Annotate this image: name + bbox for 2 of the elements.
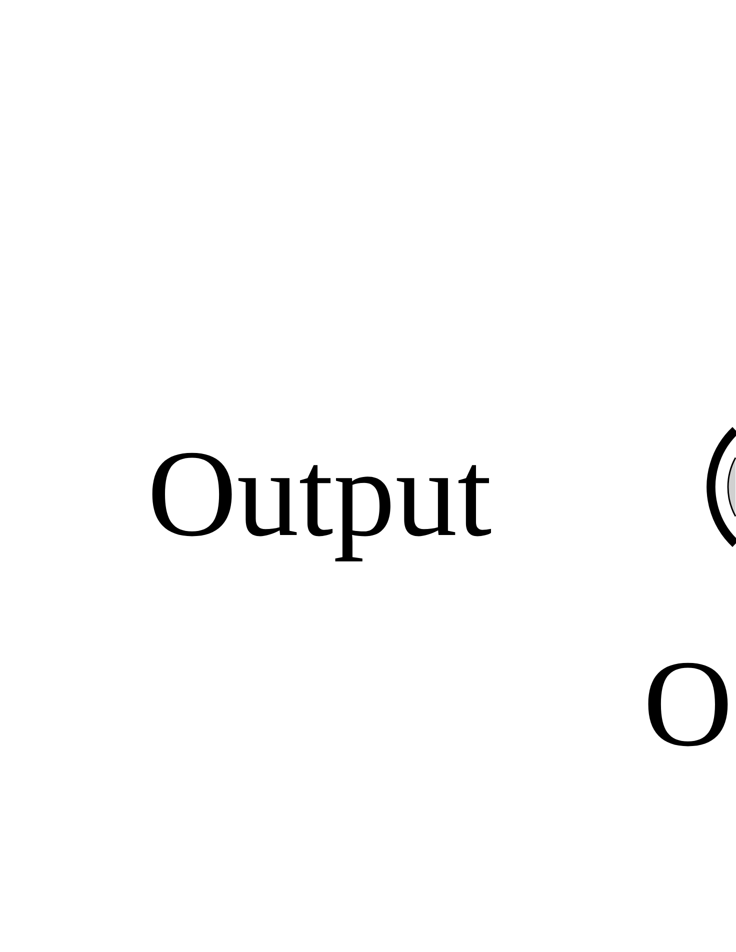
label: O: [648, 662, 728, 746]
label: Output: [152, 452, 491, 562]
